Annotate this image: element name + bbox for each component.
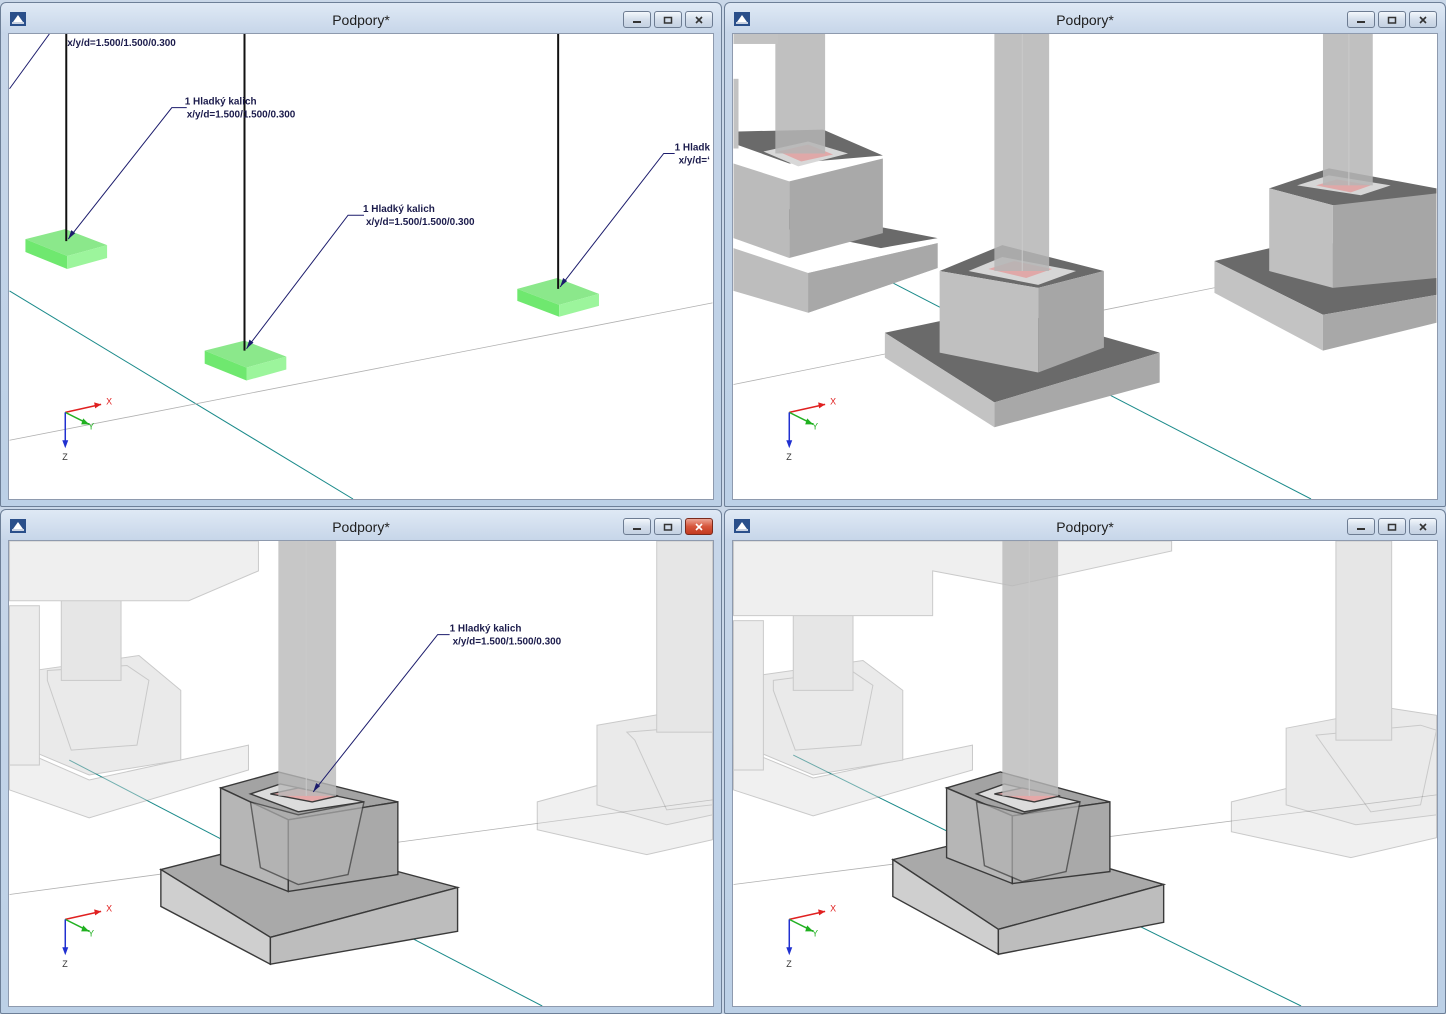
3d-scene: X Y Z — [733, 34, 1437, 499]
title-bar[interactable]: Podpory* — [725, 3, 1445, 33]
maximize-icon — [1387, 16, 1397, 24]
window-top-right: Podpory* — [724, 2, 1446, 507]
support-label-dims: x/y/d=1.500/1.500/0.300 — [67, 38, 176, 49]
3d-scene: X Y Z — [733, 541, 1437, 1006]
axis-x-label: X — [830, 903, 836, 913]
title-bar[interactable]: Podpory* — [1, 3, 721, 33]
app-icon[interactable] — [734, 519, 750, 533]
window-title: Podpory* — [1056, 12, 1114, 28]
axis-y-label: Y — [88, 421, 94, 431]
window-top-left: Podpory* — [0, 2, 722, 507]
close-icon — [695, 522, 703, 531]
3d-viewport[interactable]: x/y/d=1.500/1.500/0.300 1 Hladký kalich … — [8, 33, 714, 500]
axis-triad: X Y Z — [786, 903, 836, 969]
axis-z-label: Z — [786, 959, 792, 969]
maximize-icon — [1387, 523, 1397, 531]
support-label-name: 1 Hladký kalich — [363, 204, 435, 215]
app-icon[interactable] — [10, 12, 26, 26]
3d-viewport[interactable]: X Y Z — [732, 540, 1438, 1007]
support-label-name: 1 Hladk — [675, 142, 711, 153]
axis-x-label: X — [830, 396, 836, 406]
axis-triad: X Y Z — [62, 396, 112, 462]
close-icon — [695, 15, 703, 24]
support-label-name: 1 Hladký kalich — [450, 624, 522, 635]
foundation-block-faded[interactable] — [9, 541, 713, 856]
axis-z-label: Z — [62, 959, 68, 969]
window-title: Podpory* — [332, 12, 390, 28]
support-label-dims: x/y/d=‘ — [679, 155, 710, 166]
minimize-button[interactable] — [1347, 11, 1375, 28]
foundation-block[interactable] — [733, 34, 938, 313]
minimize-icon — [633, 20, 641, 23]
window-title: Podpory* — [1056, 519, 1114, 535]
foundation-block[interactable] — [1214, 34, 1437, 351]
3d-viewport[interactable]: 1 Hladký kalich x/y/d=1.500/1.500/0.300 … — [8, 540, 714, 1007]
minimize-icon — [1357, 20, 1365, 23]
3d-scene: 1 Hladký kalich x/y/d=1.500/1.500/0.300 … — [9, 541, 713, 1006]
axis-triad: X Y Z — [786, 396, 836, 462]
title-bar[interactable]: Podpory* — [1, 510, 721, 540]
column[interactable] — [278, 541, 337, 796]
axis-triad: X Y Z — [62, 903, 112, 969]
maximize-icon — [663, 523, 673, 531]
axis-y-label: Y — [812, 421, 818, 431]
support-pad[interactable] — [25, 229, 108, 269]
maximize-button[interactable] — [1378, 11, 1406, 28]
minimize-icon — [1357, 527, 1365, 530]
close-button[interactable] — [1409, 11, 1437, 28]
maximize-icon — [663, 16, 673, 24]
close-button[interactable] — [685, 518, 713, 535]
foundation-block-selected[interactable] — [891, 771, 1167, 956]
minimize-button[interactable] — [623, 11, 651, 28]
maximize-button[interactable] — [654, 11, 682, 28]
3d-scene: x/y/d=1.500/1.500/0.300 1 Hladký kalich … — [9, 34, 713, 499]
foundation-block[interactable] — [884, 34, 1160, 428]
window-bottom-left: Podpory* — [0, 509, 722, 1014]
axis-x-label: X — [106, 396, 112, 406]
window-bottom-right: Podpory* — [724, 509, 1446, 1014]
3d-viewport[interactable]: X Y Z — [732, 33, 1438, 500]
close-button[interactable] — [1409, 518, 1437, 535]
axis-z-label: Z — [786, 452, 792, 462]
maximize-button[interactable] — [1378, 518, 1406, 535]
axis-y-label: Y — [88, 928, 94, 938]
minimize-button[interactable] — [623, 518, 651, 535]
minimize-button[interactable] — [1347, 518, 1375, 535]
title-bar[interactable]: Podpory* — [725, 510, 1445, 540]
close-button[interactable] — [685, 11, 713, 28]
column[interactable] — [1002, 541, 1059, 796]
close-icon — [1419, 15, 1427, 24]
minimize-icon — [633, 527, 641, 530]
axis-z-label: Z — [62, 452, 68, 462]
app-icon[interactable] — [10, 519, 26, 533]
window-title: Podpory* — [332, 519, 390, 535]
support-label-dims: x/y/d=1.500/1.500/0.300 — [187, 110, 296, 121]
axis-y-label: Y — [812, 928, 818, 938]
maximize-button[interactable] — [654, 518, 682, 535]
support-pad[interactable] — [517, 277, 599, 317]
support-label-name: 1 Hladký kalich — [185, 97, 257, 108]
close-icon — [1419, 522, 1427, 531]
support-label-dims: x/y/d=1.500/1.500/0.300 — [366, 217, 475, 228]
app-icon[interactable] — [734, 12, 750, 26]
support-label-dims: x/y/d=1.500/1.500/0.300 — [453, 637, 562, 648]
support-pad[interactable] — [204, 340, 287, 381]
axis-x-label: X — [106, 903, 112, 913]
foundation-block-faded[interactable] — [733, 541, 1437, 859]
foundation-block-selected[interactable] — [159, 771, 461, 966]
